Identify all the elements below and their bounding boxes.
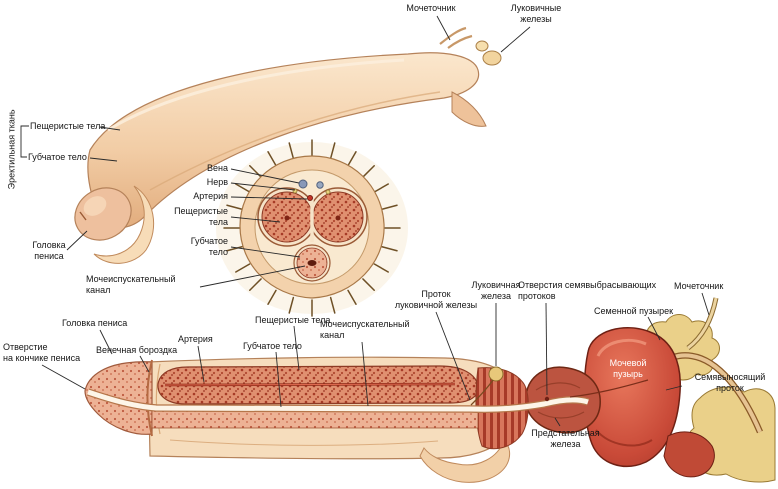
label-spongy-body-cross: Губчатое тело — [190, 236, 228, 257]
ampulla-shape — [663, 431, 715, 478]
urethra-channel-shape — [87, 389, 589, 412]
label-urethra-canal-long: Мочеиспускательный канал — [320, 319, 410, 340]
leader-lines — [20, 15, 710, 427]
label-nerve: Нерв — [206, 177, 228, 187]
label-tip-opening: Отверстие на кончике пениса — [3, 342, 81, 363]
ejaculatory-opening-shape — [544, 396, 550, 402]
label-spongy-body-top: Губчатое тело — [28, 152, 87, 162]
corona-ridge-shape — [146, 359, 153, 437]
label-ureter-long: Мочеточник — [674, 281, 724, 291]
label-ureter-top: Мочеточник — [406, 3, 456, 13]
label-bulbous-gland-duct: Проток луковичной железы — [394, 289, 478, 310]
label-prostate: Предстательная железа — [531, 428, 600, 449]
ureter-tube-long-shape — [687, 297, 718, 350]
dorsal-artery-shape — [306, 194, 313, 201]
label-coronal-groove: Венечная бороздка — [96, 345, 178, 355]
ureter-tube-shape — [439, 26, 467, 45]
label-artery-long: Артерия — [178, 334, 213, 344]
label-cavernous-bodies-top: Пещеристые тела — [30, 121, 106, 131]
bulbourethral-duct-shape — [470, 379, 494, 406]
label-seminal-vesicle: Семенной пузырек — [594, 306, 674, 316]
dorsal-vein-shape — [298, 179, 308, 189]
side-view-illustration — [74, 26, 502, 264]
label-artery-cross: Артерия — [193, 191, 228, 201]
label-erectile-tissue: Эректильная ткань — [6, 109, 17, 190]
cross-section-illustration — [216, 139, 408, 317]
label-urethra-canal-cross: Мочеиспускательный канал — [86, 274, 176, 295]
label-vas-deferens: Семявыносящий проток — [694, 372, 766, 393]
label-vein: Вена — [207, 163, 228, 173]
label-bladder: Мочевой пузырь — [609, 358, 647, 379]
ejaculatory-duct-shape — [569, 379, 649, 398]
label-ejaculatory-openings: Отверстия семявыбрасывающих протоков — [518, 280, 657, 301]
label-cavernous-bodies-long: Пещеристые тела — [255, 315, 331, 325]
label-cavernous-bodies-cross: Пещеристые тела — [174, 206, 228, 227]
label-glans-top: Головка пениса — [32, 240, 66, 261]
label-spongy-body-long: Губчатое тело — [243, 341, 302, 351]
bulbourethral-gland-shape — [488, 366, 504, 382]
label-glans-long: Головка пениса — [62, 318, 128, 328]
foreskin-shape — [93, 185, 155, 264]
longitudinal-section-illustration — [84, 297, 776, 483]
urethra-lumen-shape — [307, 260, 317, 266]
loose-skin-fold-shape — [419, 439, 511, 483]
bulbous-gland-shape — [482, 50, 502, 66]
label-bulbous-gland: Луковичная железа — [471, 280, 521, 301]
crus-shape — [451, 91, 487, 127]
label-bulbous-glands-top: Луковичные железы — [510, 3, 562, 24]
